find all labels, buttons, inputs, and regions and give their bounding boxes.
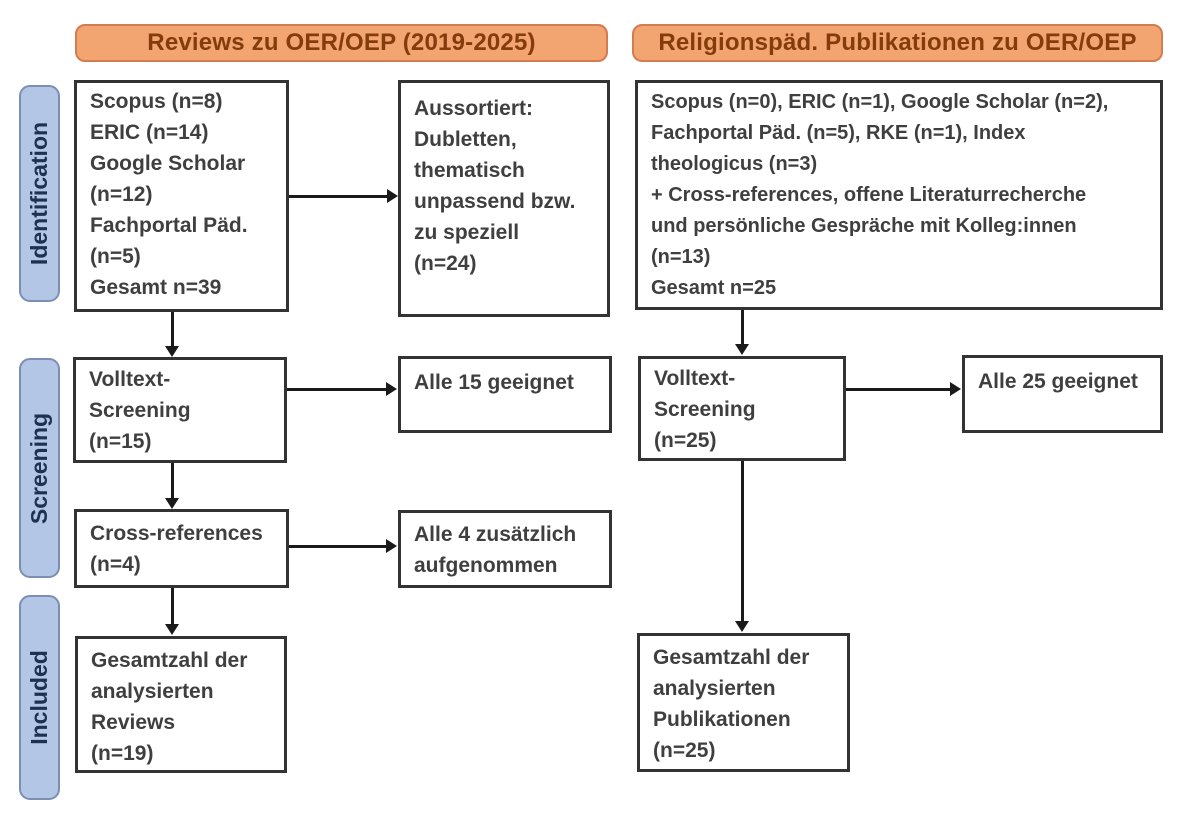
box-line: analysierten — [91, 680, 214, 703]
box-reviews-fulltext-screening: Volltext- Screening (n=15) — [73, 357, 287, 463]
box-line: Gesamt n=25 — [651, 277, 777, 299]
arrow-line — [171, 312, 174, 347]
box-religionspaed-sources: Scopus (n=0), ERIC (n=1), Google Scholar… — [635, 80, 1163, 310]
stage-label-identification: Identification — [19, 85, 60, 302]
box-line: (n=12) — [90, 183, 153, 206]
stage-label-included: Included — [19, 595, 60, 800]
box-line: Gesamtzahl der — [653, 646, 810, 669]
box-line: Reviews — [91, 711, 176, 734]
arrow-line — [846, 388, 951, 391]
box-line: und persönliche Gespräche mit Kolleg:inn… — [651, 215, 1077, 237]
box-line: Google Scholar — [90, 152, 246, 175]
box-reviews-crossreferences: Cross-references (n=4) — [74, 509, 289, 588]
box-line: ERIC (n=14) — [90, 121, 209, 144]
arrow-head — [165, 346, 179, 357]
box-line: (n=15) — [89, 430, 152, 453]
column-header-reviews: Reviews zu OER/OEP (2019-2025) — [75, 24, 608, 62]
box-line: (n=13) — [651, 246, 711, 268]
box-line: Alle 15 geeignet — [414, 371, 574, 394]
stage-label-included-text: Included — [26, 650, 52, 745]
box-reviews-sources: Scopus (n=8) ERIC (n=14) Google Scholar … — [74, 80, 289, 312]
box-reviews-excluded: Aussortiert: Dubletten, thematisch unpas… — [398, 80, 610, 317]
arrow-line — [287, 388, 387, 391]
arrow-head — [165, 498, 179, 509]
box-line: Gesamt n=39 — [90, 276, 222, 299]
box-line: + Cross-references, offene Literaturrech… — [651, 184, 1087, 206]
box-line: Publikationen — [653, 708, 791, 731]
box-line: (n=19) — [91, 742, 154, 765]
arrow-line — [171, 588, 174, 625]
box-line: Screening — [654, 398, 756, 421]
arrow-line — [741, 461, 744, 622]
arrow-head — [735, 344, 749, 355]
box-line: (n=4) — [90, 553, 141, 576]
box-line: Alle 4 zusätzlich — [414, 523, 577, 546]
box-line: unpassend bzw. — [414, 190, 576, 213]
column-header-religionspaed: Religionspäd. Publikationen zu OER/OEP — [632, 24, 1163, 62]
stage-label-screening-text: Screening — [26, 412, 52, 524]
arrow-head — [387, 189, 398, 203]
arrow-line — [289, 545, 387, 548]
box-line: Volltext- — [89, 368, 171, 391]
box-reviews-screening-result: Alle 15 geeignet — [398, 356, 612, 433]
arrow-head — [386, 382, 397, 396]
box-line: Scopus (n=0), ERIC (n=1), Google Scholar… — [651, 91, 1109, 113]
arrow-line — [741, 310, 744, 345]
box-reviews-included-total: Gesamtzahl der analysierten Reviews (n=1… — [75, 636, 287, 773]
column-header-religionspaed-label: Religionspäd. Publikationen zu OER/OEP — [658, 29, 1137, 56]
box-religionspaed-fulltext-screening: Volltext- Screening (n=25) — [638, 356, 846, 461]
box-line: analysierten — [653, 677, 776, 700]
box-line: Cross-references — [90, 522, 263, 545]
arrow-head — [386, 539, 397, 553]
arrow-line — [171, 463, 174, 499]
stage-label-screening: Screening — [19, 358, 60, 578]
arrow-head — [950, 382, 961, 396]
box-line: aufgenommen — [414, 554, 558, 577]
box-line: Alle 25 geeignet — [978, 370, 1138, 393]
box-line: Aussortiert: — [414, 97, 534, 120]
box-line: thematisch — [414, 159, 525, 182]
box-line: Volltext- — [654, 367, 736, 390]
box-reviews-crossref-result: Alle 4 zusätzlich aufgenommen — [398, 510, 612, 588]
arrow-head — [165, 624, 179, 635]
box-line: Gesamtzahl der — [91, 649, 248, 672]
box-line: Fachportal Päd. — [90, 214, 248, 237]
box-line: (n=25) — [654, 429, 717, 452]
stage-label-identification-text: Identification — [26, 121, 52, 266]
arrow-line — [289, 195, 388, 198]
arrow-head — [735, 621, 749, 632]
box-line: (n=24) — [414, 252, 477, 275]
box-religionspaed-included-total: Gesamtzahl der analysierten Publikatione… — [637, 633, 850, 772]
box-religionspaed-screening-result: Alle 25 geeignet — [962, 355, 1163, 433]
box-line: Scopus (n=8) — [90, 90, 223, 113]
column-header-reviews-label: Reviews zu OER/OEP (2019-2025) — [147, 29, 536, 56]
box-line: Fachportal Päd. (n=5), RKE (n=1), Index — [651, 122, 1026, 144]
box-line: zu speziell — [414, 221, 520, 244]
box-line: Screening — [89, 399, 191, 422]
box-line: (n=25) — [653, 739, 716, 762]
box-line: (n=5) — [90, 245, 141, 268]
box-line: theologicus (n=3) — [651, 153, 818, 175]
box-line: Dubletten, — [414, 128, 517, 151]
